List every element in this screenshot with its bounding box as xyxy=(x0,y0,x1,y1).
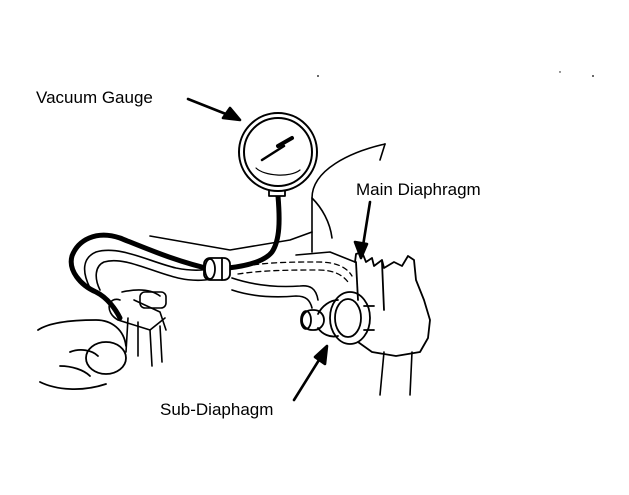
arrow-sub-diaphragm xyxy=(292,344,329,402)
vacuum-gauge xyxy=(238,112,318,192)
hand xyxy=(37,319,127,390)
engine-body-outline xyxy=(149,143,413,396)
sub-diaphragm xyxy=(300,291,375,345)
vacuum-pipe xyxy=(83,249,319,309)
arrow-main-diaphragm xyxy=(353,200,372,260)
hidden-hose-dashed-2 xyxy=(237,269,349,283)
main-diaphragm-label: Main Diaphragm xyxy=(356,180,481,199)
print-specks xyxy=(317,71,594,77)
sub-diaphragm-label: Sub-Diaphagm xyxy=(160,400,274,419)
arrow-vacuum-gauge xyxy=(186,97,242,122)
hidden-hose-dashed xyxy=(235,261,353,277)
gauge-hose xyxy=(68,193,282,321)
hose-connector xyxy=(203,257,231,281)
vacuum-gauge-label: Vacuum Gauge xyxy=(36,88,153,107)
